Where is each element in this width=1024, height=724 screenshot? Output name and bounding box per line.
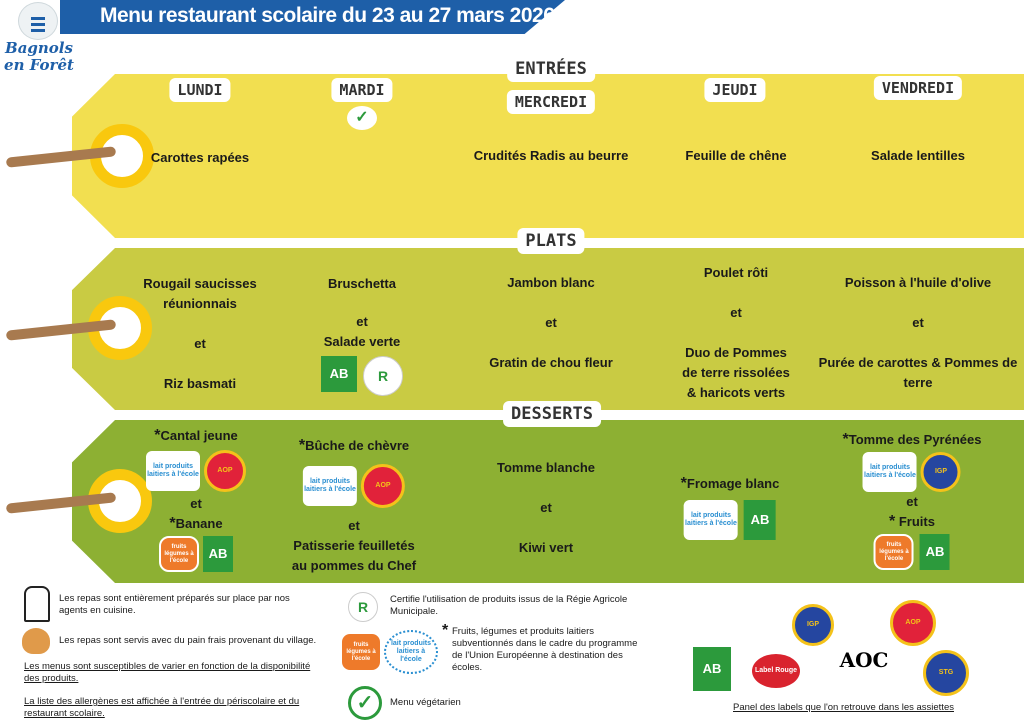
- dessert-mercredi: Tomme blanche et Kiwi vert: [496, 460, 596, 555]
- ab-organic-badge-icon: AB: [321, 356, 357, 392]
- section-plats: PLATS: [517, 228, 585, 254]
- vegetarian-icon: ✓: [348, 686, 382, 720]
- note-vary: Les menus sont susceptibles de varier en…: [24, 661, 311, 684]
- day-mardi: MARDI: [331, 78, 393, 102]
- plat-jeudi: Poulet rôti et Duo de Pommes de terre ri…: [682, 265, 790, 400]
- day-jeudi: JEUDI: [704, 78, 766, 102]
- page-title: Menu restaurant scolaire du 23 au 27 mar…: [100, 4, 555, 27]
- lait-ecole-badge-icon: lait produits laitiers à l'école: [146, 451, 200, 491]
- section-entrees: ENTRÉES: [507, 56, 595, 82]
- note-eu: Fruits, légumes et produits laitiers sub…: [452, 626, 638, 673]
- plat-vendredi: Poisson à l'huile d'olive et Purée de ca…: [818, 275, 1018, 390]
- entree-mercredi: Crudités Radis au beurre: [473, 148, 629, 163]
- fruits-ecole-icon: fruits légumes à l'école: [340, 632, 382, 672]
- entree-vendredi: Salade lentilles: [871, 148, 965, 163]
- day-lundi: LUNDI: [169, 78, 231, 102]
- town-crest-logo: [18, 2, 58, 40]
- note-allergens: La liste des allergènes est affichée à l…: [24, 696, 300, 719]
- note-chef: Les repas sont entièrement préparés sur …: [59, 593, 290, 616]
- stg-label-icon: STG: [923, 650, 969, 696]
- dessert-lundi: *Cantal jeune lait produits laitiers à l…: [146, 426, 246, 572]
- lait-ecole-badge-icon: lait produits laitiers à l'école: [683, 500, 738, 540]
- plats-band: [72, 248, 1024, 410]
- igp-badge-icon: IGP: [920, 452, 961, 492]
- dessert-jeudi: *Fromage blanc lait produits laitiers à …: [681, 474, 779, 540]
- town-logo-text: Bagnols en Forêt: [4, 39, 74, 74]
- aop-badge-icon: AOP: [361, 464, 405, 508]
- aop-label-icon: AOP: [890, 600, 936, 646]
- day-mercredi: MERCREDI: [506, 90, 596, 114]
- plat-mardi: Bruschetta et Salade verte AB R: [321, 274, 403, 396]
- note-regie: Certifie l'utilisation de produits issus…: [390, 594, 628, 617]
- note-vege: Menu végétarien: [390, 697, 461, 708]
- title-banner: [60, 0, 565, 34]
- aop-badge-icon: AOP: [204, 450, 246, 492]
- vegetarian-check-icon: ✓: [347, 106, 377, 130]
- label-rouge-icon: Label Rouge: [752, 654, 800, 688]
- bread-basket-icon: [22, 628, 50, 654]
- entree-jeudi: Feuille de chêne: [685, 148, 787, 163]
- igp-label-icon: IGP: [792, 604, 834, 646]
- note-bread: Les repas sont servis avec du pain frais…: [59, 635, 317, 646]
- lait-ecole-badge-icon: lait produits laitiers à l'école: [303, 466, 357, 506]
- aoc-label-icon: AOC: [836, 636, 892, 684]
- ab-organic-badge-icon: AB: [203, 536, 233, 572]
- lait-ecole-badge-icon: lait produits laitiers à l'école: [862, 452, 917, 492]
- plat-mercredi: Jambon blanc et Gratin de chou fleur: [489, 275, 613, 370]
- fruits-ecole-badge-icon: fruits légumes à l'école: [873, 534, 914, 570]
- chef-hat-icon: [24, 586, 50, 622]
- regie-agricole-badge-icon: R: [363, 356, 403, 396]
- dessert-mardi: *Bûche de chèvre lait produits laitiers …: [291, 437, 417, 573]
- entree-lundi: Carottes rapées: [150, 150, 250, 165]
- labels-panel-caption: Panel des labels que l'on retrouve dans …: [733, 702, 954, 713]
- dessert-vendredi: *Tomme des Pyrénées lait produits laitie…: [843, 430, 981, 570]
- day-vendredi: VENDREDI: [873, 76, 963, 100]
- ab-label-icon: AB: [693, 647, 731, 691]
- ab-organic-badge-icon: AB: [919, 534, 950, 570]
- section-desserts: DESSERTS: [503, 401, 601, 427]
- ab-organic-badge-icon: AB: [743, 500, 776, 540]
- regie-agricole-icon: R: [348, 592, 378, 622]
- lait-ecole-icon: lait produits laitiers à l'école: [384, 630, 438, 674]
- asterisk-mark: *: [442, 622, 449, 639]
- fruits-ecole-badge-icon: fruits légumes à l'école: [159, 536, 199, 572]
